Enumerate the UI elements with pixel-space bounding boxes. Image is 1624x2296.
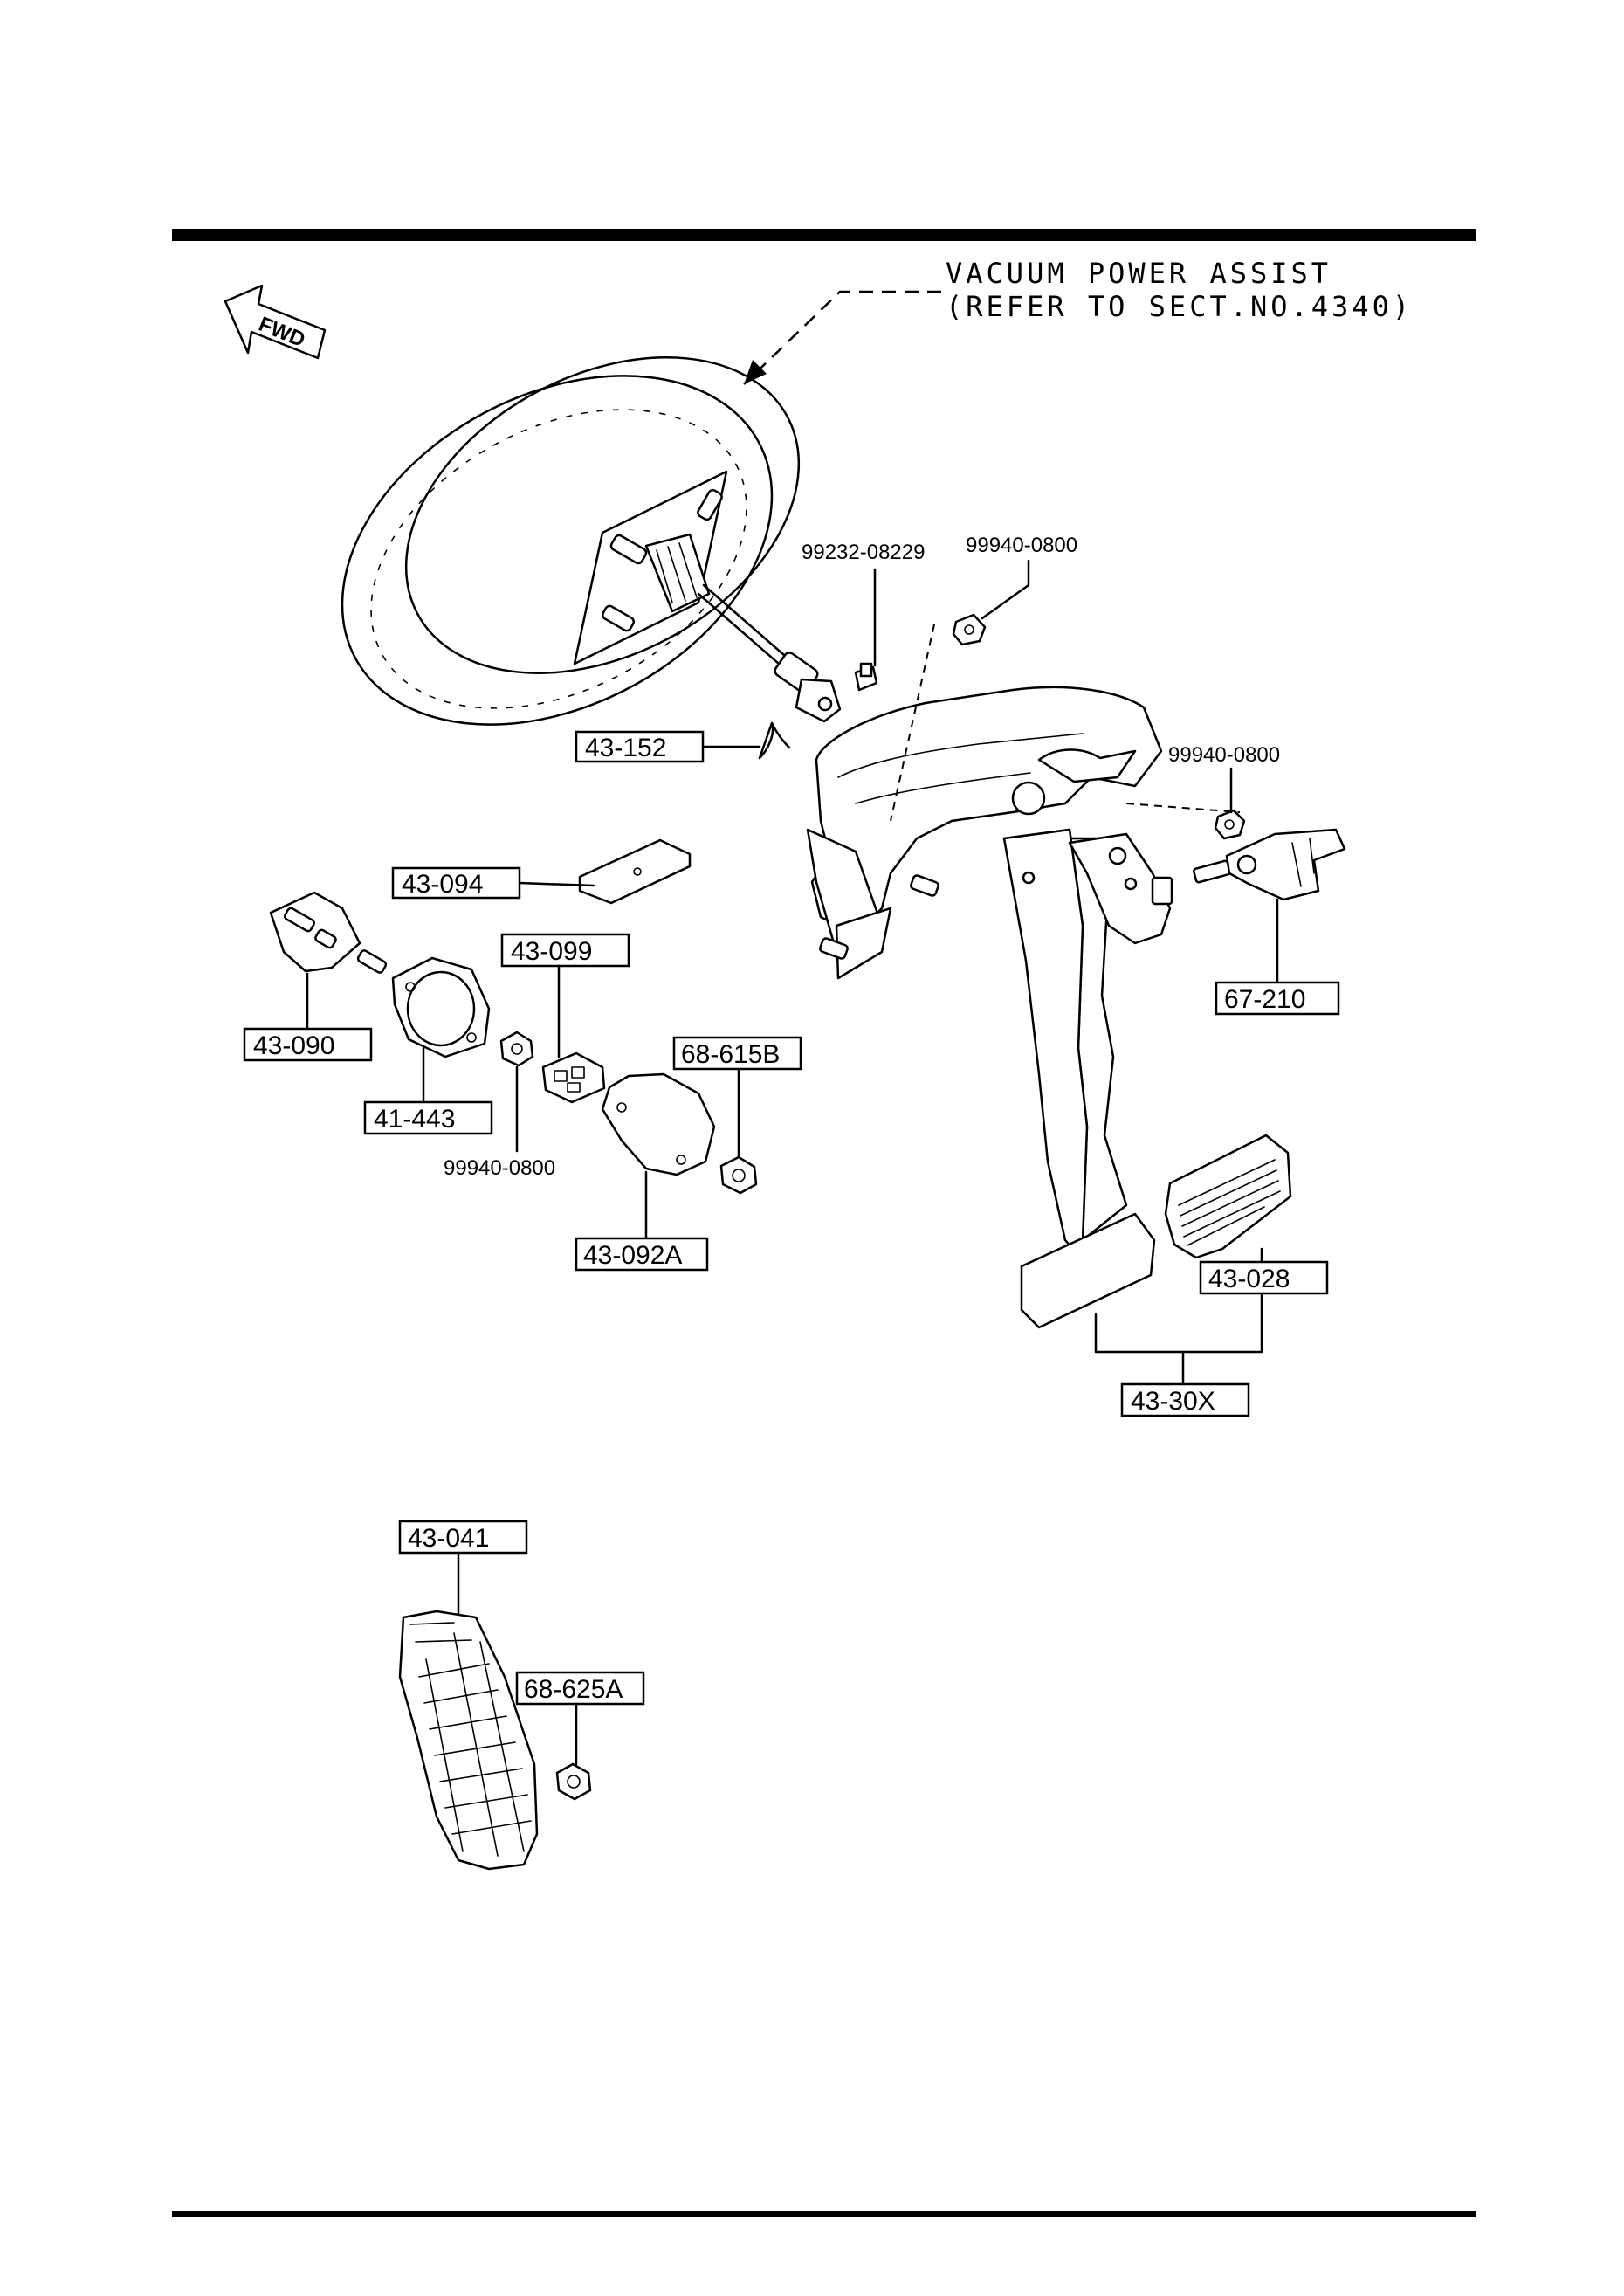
note-line-2: (REFER TO SECT.NO.4340) bbox=[946, 290, 1413, 323]
stop-lamp-switch bbox=[1193, 828, 1346, 901]
part-99940-left: 99940-0800 bbox=[444, 1156, 555, 1180]
part-99940-top: 99940-0800 bbox=[966, 534, 1077, 557]
brake-pedal-arm bbox=[1002, 828, 1173, 1259]
part-99940-right: 99940-0800 bbox=[1168, 743, 1280, 767]
nut-left bbox=[499, 1031, 534, 1067]
note-leader bbox=[743, 290, 941, 385]
nut-right bbox=[1214, 809, 1246, 840]
plate-43-090 bbox=[269, 891, 388, 974]
callout-43-092a: 43-092A bbox=[583, 1241, 682, 1270]
push-rod bbox=[697, 583, 842, 723]
vacuum-booster bbox=[341, 356, 801, 726]
callout-box-43-092a bbox=[575, 1237, 709, 1272]
fwd-arrow-icon: FWD bbox=[224, 284, 327, 360]
callout-43-152: 43-152 bbox=[585, 734, 666, 762]
switch-43-099 bbox=[541, 1051, 606, 1104]
clip-43-152 bbox=[758, 721, 791, 760]
callout-43-30x: 43-30X bbox=[1131, 1387, 1215, 1416]
top-rule bbox=[172, 229, 1476, 241]
callout-box-43-028 bbox=[1199, 1260, 1329, 1295]
nut-68-615b bbox=[719, 1155, 758, 1195]
callout-box-41-443 bbox=[363, 1100, 493, 1135]
callout-67-210: 67-210 bbox=[1224, 985, 1305, 1014]
callout-43-028: 43-028 bbox=[1208, 1265, 1290, 1293]
callout-43-090: 43-090 bbox=[253, 1031, 334, 1060]
nut-68-625a bbox=[555, 1762, 592, 1801]
accelerator-pedal-43-041 bbox=[398, 1610, 539, 1871]
callout-box-68-625a bbox=[515, 1671, 645, 1706]
callout-41-443: 41-443 bbox=[374, 1105, 455, 1134]
callout-box-43-099 bbox=[500, 933, 630, 968]
callout-43-094: 43-094 bbox=[402, 870, 483, 899]
callout-43-041: 43-041 bbox=[408, 1524, 489, 1553]
gasket-41-443 bbox=[391, 956, 491, 1058]
callout-box-67-210 bbox=[1215, 981, 1340, 1016]
note-line-1: VACUUM POWER ASSIST bbox=[946, 257, 1332, 290]
nut-top bbox=[952, 613, 987, 646]
pedal-pad-43-028 bbox=[1164, 1134, 1292, 1259]
callout-box-43-090 bbox=[243, 1027, 373, 1062]
callout-box-43-152 bbox=[575, 730, 705, 763]
part-99232: 99232-08229 bbox=[802, 541, 925, 564]
callout-43-099: 43-099 bbox=[511, 937, 592, 966]
callout-68-615b: 68-615B bbox=[681, 1040, 780, 1069]
callout-box-43-041 bbox=[398, 1520, 528, 1555]
plate-43-094 bbox=[578, 838, 692, 905]
bolt-99232 bbox=[854, 662, 878, 692]
brake-pedal-pad bbox=[1020, 1212, 1156, 1329]
callout-box-43-30x bbox=[1120, 1382, 1250, 1417]
bottom-rule bbox=[172, 2211, 1476, 2217]
callout-box-68-615b bbox=[672, 1036, 802, 1071]
cover-43-092a bbox=[601, 1072, 716, 1176]
callout-68-625a: 68-625A bbox=[524, 1675, 623, 1704]
pedal-bracket bbox=[806, 624, 1241, 980]
